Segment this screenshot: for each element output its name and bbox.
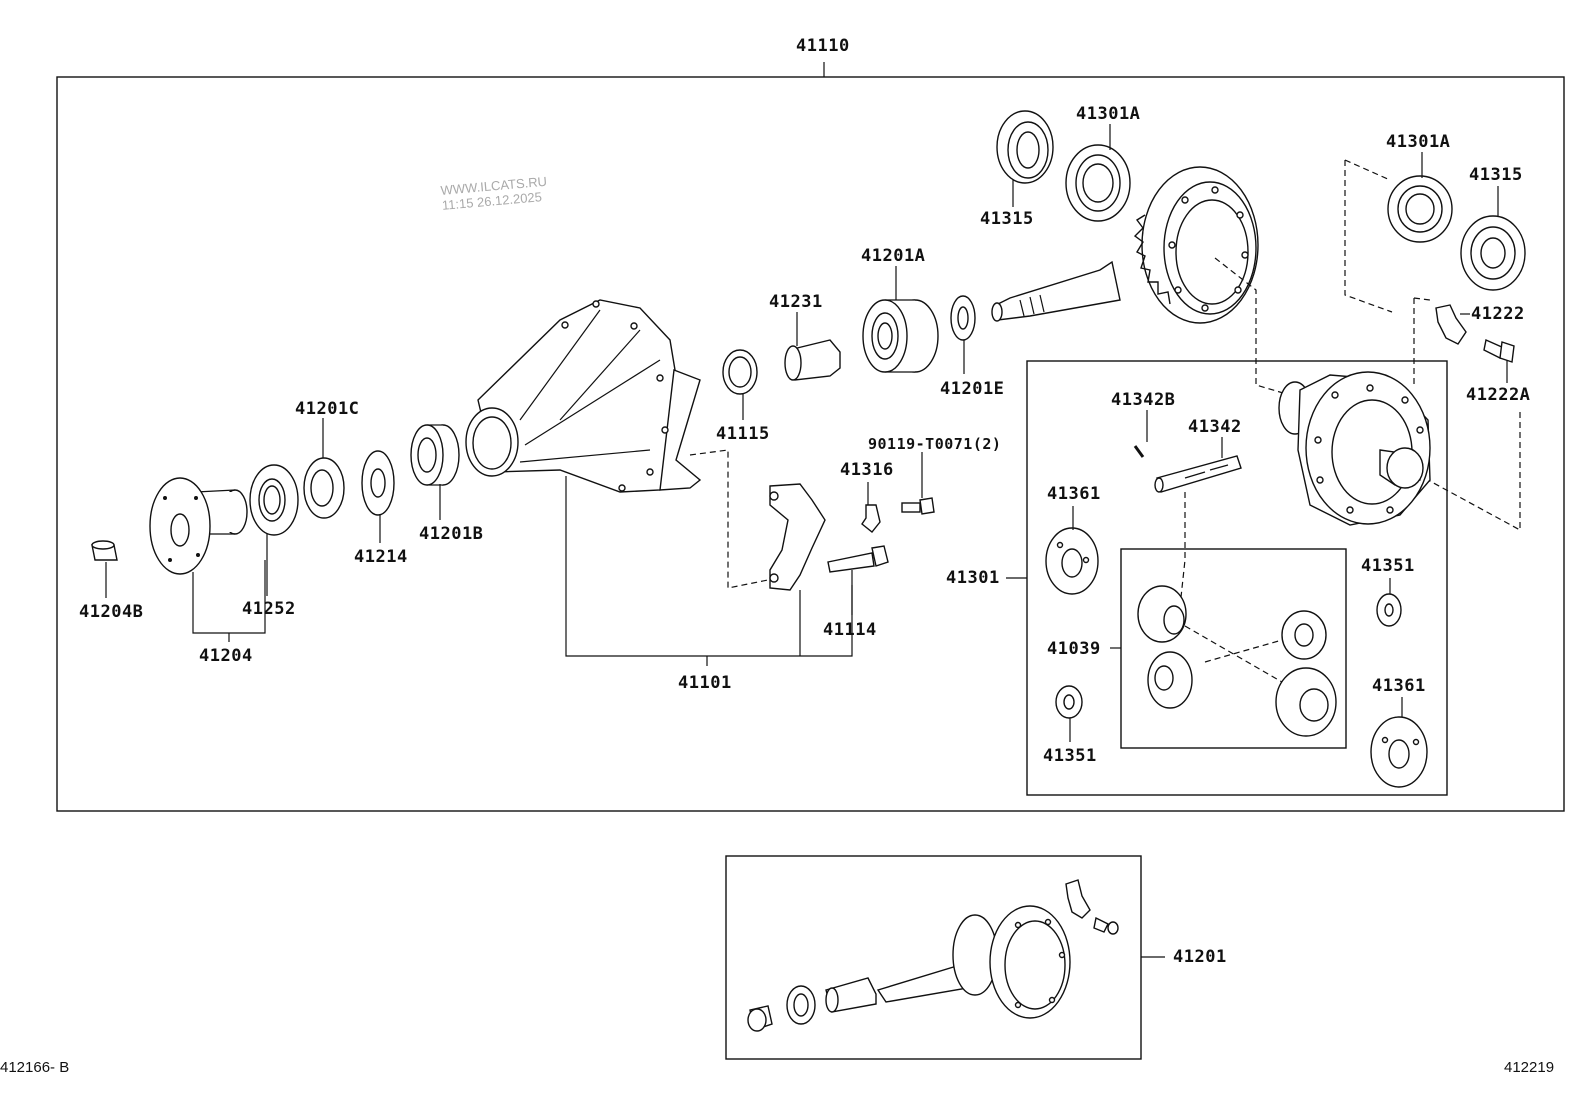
- bolt-90119: [901, 452, 935, 515]
- frame-41110: [56, 62, 1565, 812]
- pinion-gears-41039: [1137, 585, 1337, 737]
- thrust-washer-41361-left: [1045, 506, 1099, 595]
- label-41201b[interactable]: 41201B: [419, 524, 484, 544]
- label-41204b[interactable]: 41204B: [79, 602, 144, 622]
- illustration-code-right: 412219: [1504, 1059, 1555, 1076]
- label-41201e[interactable]: 41201E: [940, 379, 1005, 399]
- label-41316[interactable]: 41316: [840, 460, 894, 480]
- label-90119-t0071[interactable]: 90119-T0071(2): [868, 435, 1002, 453]
- illustration-code-left: 412166- B: [0, 1059, 70, 1076]
- ring-gear-pinion: [991, 166, 1259, 324]
- label-41361-right[interactable]: 41361: [1372, 676, 1426, 696]
- label-41201a[interactable]: 41201A: [861, 246, 926, 266]
- label-41301[interactable]: 41301: [946, 568, 1000, 588]
- frame-41201: [725, 855, 1165, 1060]
- spacer-41231: [784, 312, 841, 381]
- frame-41039: [1110, 548, 1347, 749]
- bearing-41301a-right: [1387, 152, 1453, 243]
- label-41351-left[interactable]: 41351: [1043, 746, 1097, 766]
- nut-41204b: [91, 540, 118, 598]
- bearing-41201a: [862, 266, 939, 373]
- label-41204[interactable]: 41204: [199, 646, 253, 666]
- washer-41214: [361, 450, 395, 543]
- pin-41342b: [1133, 410, 1148, 458]
- lock-41316: [861, 482, 881, 533]
- label-41039[interactable]: 41039: [1047, 639, 1101, 659]
- bearing-race-41315-top: [996, 110, 1054, 207]
- bearing-41201b: [410, 424, 460, 520]
- label-41361-left[interactable]: 41361: [1047, 484, 1101, 504]
- seal-41252: [249, 464, 299, 596]
- label-41201c[interactable]: 41201C: [295, 399, 360, 419]
- label-41201[interactable]: 41201: [1173, 947, 1227, 967]
- label-41214[interactable]: 41214: [354, 547, 408, 567]
- label-41315-top[interactable]: 41315: [980, 209, 1034, 229]
- washer-41201e: [950, 295, 976, 374]
- label-41252[interactable]: 41252: [242, 599, 296, 619]
- label-41351-right[interactable]: 41351: [1361, 556, 1415, 576]
- label-41231[interactable]: 41231: [769, 292, 823, 312]
- label-41222a[interactable]: 41222A: [1466, 385, 1531, 405]
- thrust-washer-41351-right: [1376, 578, 1402, 627]
- label-41114[interactable]: 41114: [823, 620, 877, 640]
- frame-41301: [1006, 360, 1448, 796]
- bearing-41301a-top: [1065, 124, 1131, 222]
- label-41301a-top[interactable]: 41301A: [1076, 104, 1141, 124]
- lock-41222: [1435, 304, 1470, 345]
- carrier-housing-41101: [465, 299, 853, 666]
- bearing-race-41315-right: [1460, 186, 1526, 291]
- bearing-cap: [769, 483, 826, 591]
- flange-41204: [149, 477, 266, 642]
- differential-case: [1278, 371, 1431, 526]
- label-41115[interactable]: 41115: [716, 424, 770, 444]
- label-41342b[interactable]: 41342B: [1111, 390, 1176, 410]
- shaft-41342: [1154, 437, 1242, 493]
- bolt-41114: [827, 545, 889, 615]
- label-41110[interactable]: 41110: [796, 36, 850, 56]
- ring-pinion-set-41201: [747, 879, 1119, 1032]
- label-41222[interactable]: 41222: [1471, 304, 1525, 324]
- thrust-washer-41351-left: [1055, 685, 1083, 742]
- label-41342[interactable]: 41342: [1188, 417, 1242, 437]
- label-41101[interactable]: 41101: [678, 673, 732, 693]
- seal-41115: [722, 349, 758, 420]
- bolt-41222a: [1483, 339, 1515, 383]
- label-41315-right[interactable]: 41315: [1469, 165, 1523, 185]
- label-41301a-right[interactable]: 41301A: [1386, 132, 1451, 152]
- thrust-washer-41361-right: [1370, 697, 1428, 788]
- seal-41201c: [303, 418, 345, 519]
